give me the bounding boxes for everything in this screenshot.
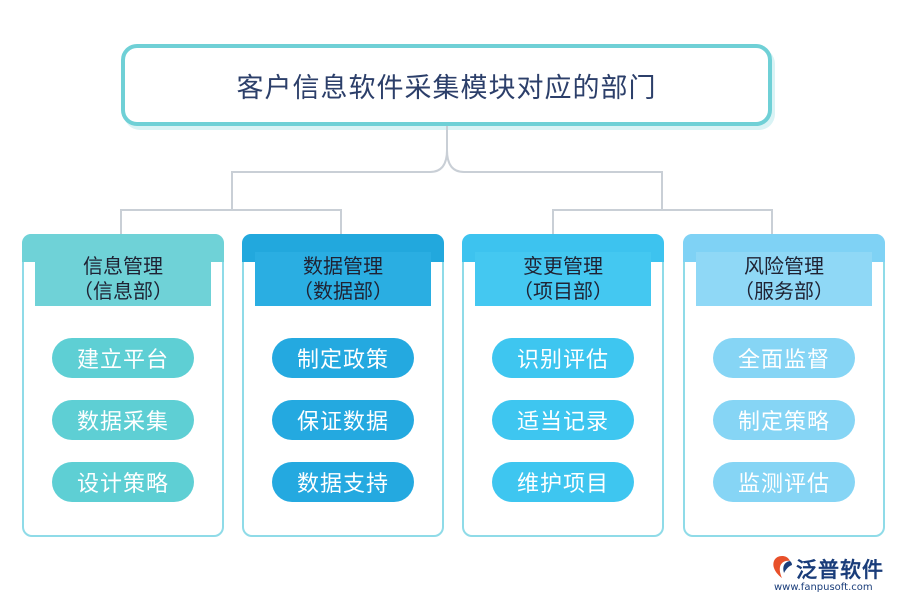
- task-pill: 数据支持: [272, 462, 414, 502]
- task-pill: 全面监督: [713, 338, 855, 378]
- department-label: 风险管理 （服务部）: [696, 252, 872, 306]
- department-name: 风险管理: [744, 254, 824, 278]
- department-label: 数据管理 （数据部）: [255, 252, 431, 306]
- brand-logo: 泛普软件 www.fanpusoft.com: [770, 554, 896, 598]
- task-pill: 监测评估: [713, 462, 855, 502]
- department-unit: （信息部）: [73, 279, 173, 303]
- department-name: 信息管理: [83, 254, 163, 278]
- task-pill: 维护项目: [492, 462, 634, 502]
- connector-left-pair: [120, 209, 342, 234]
- department-name: 数据管理: [303, 254, 383, 278]
- task-pill: 制定策略: [713, 400, 855, 440]
- department-unit: （服务部）: [734, 279, 834, 303]
- fanpu-logo-icon: [773, 556, 792, 578]
- task-pill: 制定政策: [272, 338, 414, 378]
- task-pill: 适当记录: [492, 400, 634, 440]
- task-pill: 建立平台: [52, 338, 194, 378]
- logo-name: 泛普软件: [796, 558, 884, 582]
- diagram-title-box: 客户信息软件采集模块对应的部门: [121, 44, 772, 126]
- task-pill: 保证数据: [272, 400, 414, 440]
- department-label: 信息管理 （信息部）: [35, 252, 211, 306]
- department-name: 变更管理: [523, 254, 603, 278]
- department-column-data: 数据管理 （数据部） 制定政策 保证数据 数据支持: [242, 234, 444, 537]
- department-label: 变更管理 （项目部）: [475, 252, 651, 306]
- connector-trunk-right: [446, 149, 663, 210]
- task-pill: 设计策略: [52, 462, 194, 502]
- department-column-info: 信息管理 （信息部） 建立平台 数据采集 设计策略: [22, 234, 224, 537]
- department-unit: （数据部）: [293, 279, 393, 303]
- task-pill: 数据采集: [52, 400, 194, 440]
- connector-trunk: [231, 126, 448, 210]
- department-column-change: 变更管理 （项目部） 识别评估 适当记录 维护项目: [462, 234, 664, 537]
- diagram-title: 客户信息软件采集模块对应的部门: [236, 72, 657, 104]
- connector-right-pair: [552, 209, 773, 234]
- logo-url: www.fanpusoft.com: [774, 582, 873, 593]
- department-unit: （项目部）: [513, 279, 613, 303]
- department-column-risk: 风险管理 （服务部） 全面监督 制定策略 监测评估: [683, 234, 885, 537]
- task-pill: 识别评估: [492, 338, 634, 378]
